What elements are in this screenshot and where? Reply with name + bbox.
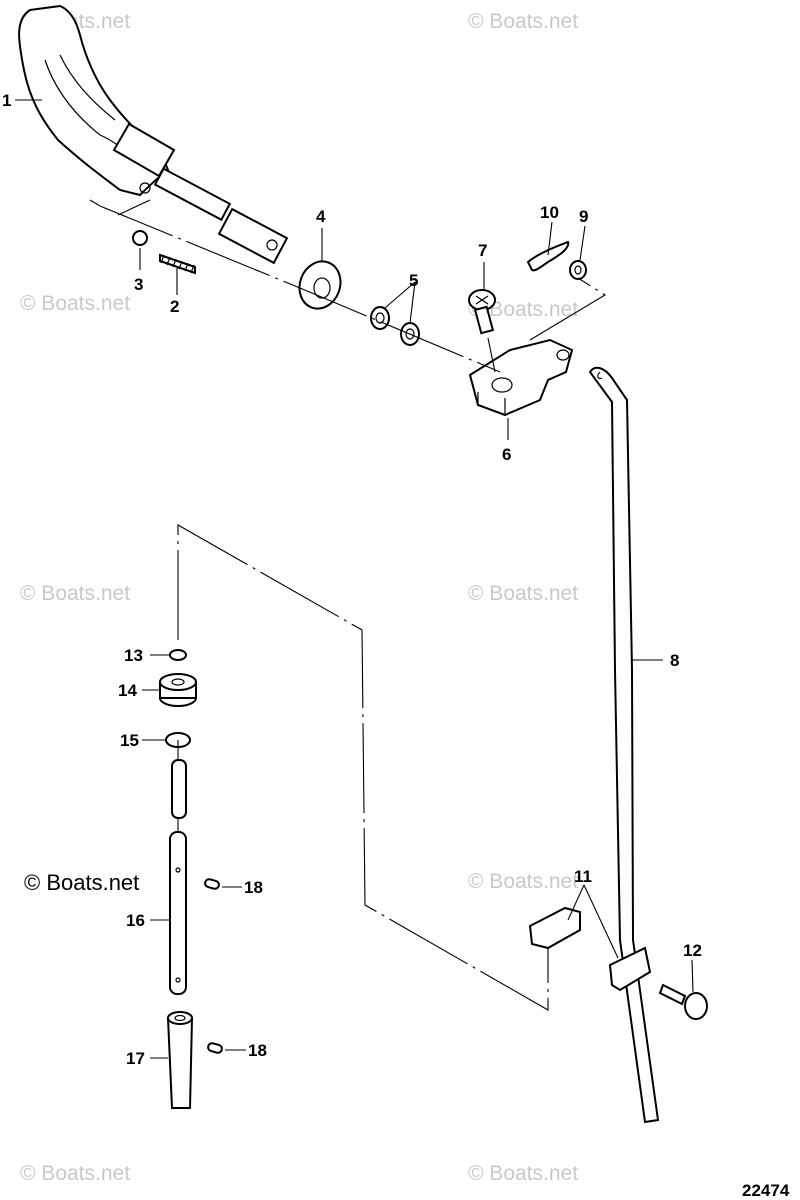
watermark-text: © Boats.net [468, 10, 578, 33]
watermark-text: © Boats.net [468, 298, 578, 321]
watermark-text: © Boats.net [468, 582, 578, 605]
watermarks: © Boats.net © Boats.net © Boats.net © Bo… [20, 10, 578, 1185]
callout-7: 7 [478, 241, 487, 260]
connection-lines [89, 199, 607, 1011]
watermark-text-dark: © Boats.net [24, 870, 139, 895]
part-grommet [159, 673, 197, 707]
callout-9: 9 [579, 207, 588, 226]
part-ball [132, 230, 148, 246]
callout-4: 4 [316, 207, 326, 226]
callout-17: 17 [126, 1049, 145, 1068]
callout-6: 6 [502, 445, 511, 464]
callout-2: 2 [170, 297, 179, 316]
part-shift-lever [18, 4, 289, 265]
callout-leaders [15, 99, 694, 1059]
part-clip [528, 906, 652, 992]
watermark-text: © Boats.net [468, 1162, 578, 1185]
part-spring [159, 253, 196, 275]
part-shaft [169, 831, 187, 995]
part-e-clip [169, 649, 187, 661]
callout-12: 12 [683, 941, 702, 960]
callout-18a: 18 [244, 878, 263, 897]
part-washer-large [298, 260, 342, 310]
part-coupler [166, 1011, 194, 1109]
callout-5: 5 [409, 271, 418, 290]
part-shift-bracket [468, 338, 574, 417]
watermark-text: © Boats.net [20, 582, 130, 605]
part-bolt [658, 983, 708, 1020]
part-screw [468, 289, 496, 335]
callout-8: 8 [670, 651, 679, 670]
callout-labels: 1 2 3 4 5 6 7 8 9 10 11 12 13 14 15 16 1… [2, 91, 702, 1068]
part-pin [171, 759, 187, 819]
callout-1: 1 [2, 91, 11, 110]
watermark-text: © Boats.net [468, 870, 578, 893]
callout-13: 13 [124, 646, 143, 665]
callout-11: 11 [574, 867, 592, 886]
part-shift-rod [588, 366, 660, 1124]
callout-15: 15 [120, 731, 139, 750]
callout-18b: 18 [248, 1041, 267, 1060]
part-roll-pin [207, 1042, 223, 1054]
callout-10: 10 [540, 203, 559, 222]
callout-16: 16 [126, 911, 145, 930]
part-cotter-pin [526, 240, 570, 272]
callout-14: 14 [118, 681, 137, 700]
part-roll-pin [204, 878, 220, 890]
watermark-text: © Boats.net [20, 292, 130, 315]
figure-number: 22474 [742, 1181, 790, 1200]
callout-3: 3 [134, 275, 143, 294]
part-washer-9 [569, 260, 587, 280]
watermark-text: © Boats.net [20, 1162, 130, 1185]
